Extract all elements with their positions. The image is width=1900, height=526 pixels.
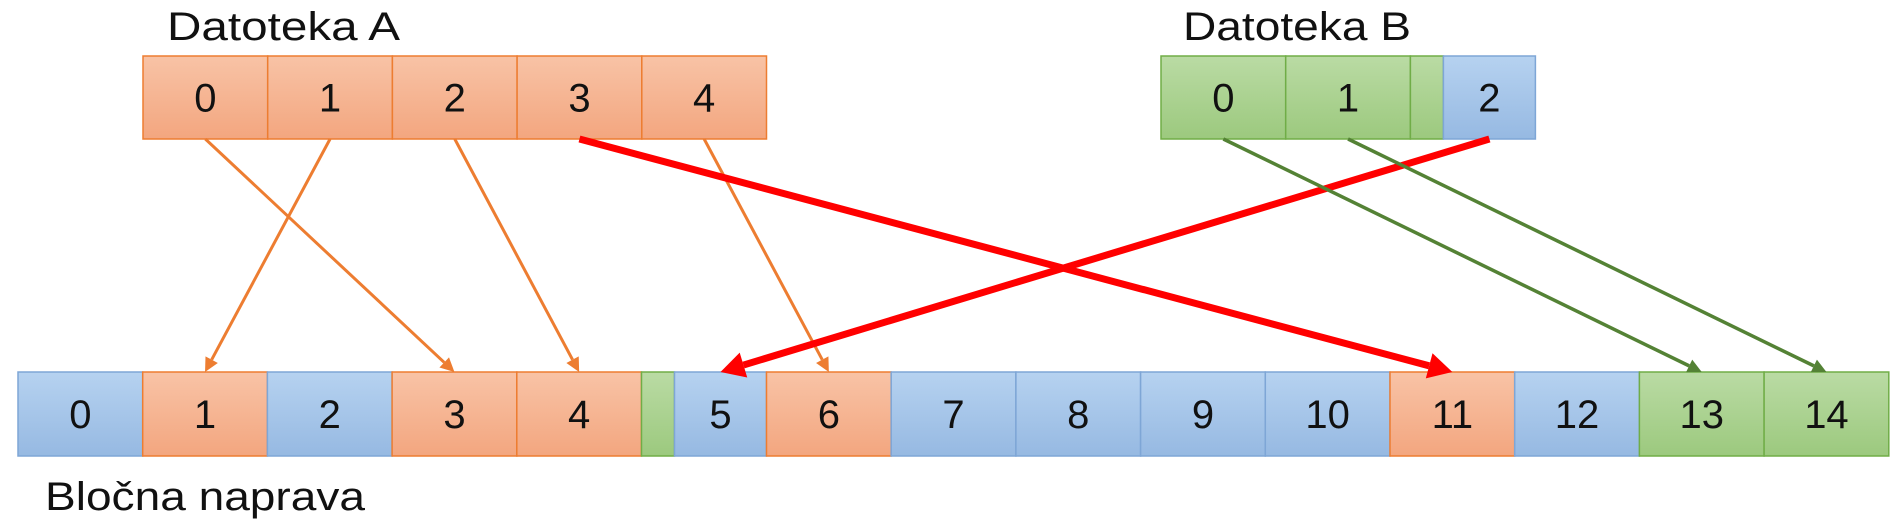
file-b: Datoteka B 0 1 2 — [1160, 5, 1537, 140]
file-b-block-label: 1 — [1337, 77, 1359, 121]
arrow-line — [453, 138, 574, 361]
device-block: 6 — [765, 371, 892, 457]
file-a-block: 4 — [641, 55, 768, 140]
device-block-label: 4 — [568, 393, 590, 437]
file-a-block-label: 1 — [319, 77, 341, 121]
device-block: 4 — [516, 371, 643, 457]
device-block-rect — [1389, 371, 1516, 457]
device-block-rect — [1139, 371, 1267, 457]
device-block-label: 14 — [1804, 393, 1849, 437]
device-block-rect — [890, 371, 1017, 457]
file-b-title: Datoteka B — [1183, 5, 1411, 49]
file-b-block: 2 — [1442, 55, 1537, 140]
arrowhead-icon — [816, 356, 829, 372]
file-b-block-label: 2 — [1478, 77, 1500, 121]
device-block: 5 — [673, 371, 768, 457]
file-b-block: 1 — [1284, 55, 1412, 140]
arrow-green — [1347, 137, 1827, 373]
file-b-block-fragment — [1409, 55, 1445, 140]
device-block-label: 6 — [818, 393, 840, 437]
file-a-block-label: 3 — [568, 77, 590, 121]
device-block: 12 — [1513, 371, 1641, 457]
device-block-label: 8 — [1067, 393, 1089, 437]
arrow-line — [578, 135, 1431, 370]
device-block-rect — [1015, 371, 1142, 457]
file-a-block: 0 — [142, 55, 269, 140]
device-block-label: 12 — [1555, 393, 1600, 437]
file-b-block-rect — [1409, 55, 1445, 140]
arrow-line — [210, 138, 332, 361]
arrow-line — [742, 135, 1491, 369]
file-b-block-rect — [1284, 55, 1412, 140]
device-block-rect — [391, 371, 518, 457]
file-a-block-rect — [391, 55, 518, 140]
device-block: 9 — [1139, 371, 1267, 457]
file-b-block: 0 — [1160, 55, 1287, 140]
device-block-rect — [1513, 371, 1641, 457]
device-block-label: 2 — [319, 393, 341, 437]
arrowhead-icon — [205, 356, 218, 372]
device-block-rect — [17, 371, 144, 457]
device-block-label: 5 — [709, 393, 731, 437]
device-block: 7 — [890, 371, 1017, 457]
device-block-label: 7 — [942, 393, 964, 437]
file-a-block-rect — [516, 55, 643, 140]
device-block: 13 — [1638, 371, 1765, 457]
device-block: 1 — [141, 371, 269, 457]
file-a-block: 3 — [516, 55, 643, 140]
arrow-red — [578, 135, 1453, 379]
file-a-block-label: 4 — [693, 77, 715, 121]
arrow-line — [204, 137, 446, 364]
device-block-rect — [1763, 371, 1890, 457]
device-block-fragment — [640, 371, 676, 457]
file-a-block-label: 0 — [194, 77, 216, 121]
device-block-rect — [1264, 371, 1391, 457]
file-a-block-rect — [142, 55, 269, 140]
arrow-line — [1222, 137, 1690, 368]
block-device-label: Bločna naprava — [45, 475, 366, 519]
arrow-orange — [204, 137, 455, 372]
file-a-block: 2 — [391, 55, 518, 140]
device-block-label: 10 — [1305, 393, 1350, 437]
device-block: 11 — [1389, 371, 1516, 457]
file-a-block-label: 2 — [444, 77, 466, 121]
file-a-block-rect — [641, 55, 768, 140]
arrow-line — [1347, 137, 1815, 368]
arrowhead-icon — [566, 356, 580, 372]
device-block: 0 — [17, 371, 144, 457]
file-b-block-label: 0 — [1212, 77, 1234, 121]
file-a-block-rect — [266, 55, 394, 140]
arrowhead-icon — [1425, 353, 1453, 379]
device-block-label: 0 — [69, 393, 91, 437]
device-block-label: 9 — [1192, 393, 1214, 437]
arrow-orange — [205, 138, 332, 372]
file-a-block: 1 — [266, 55, 394, 140]
arrowhead-icon — [1686, 359, 1702, 373]
arrowhead-icon — [1810, 359, 1827, 373]
file-a-title: Datoteka A — [167, 5, 400, 49]
device-block-rect — [141, 371, 269, 457]
file-a: Datoteka A 0 1 2 3 4 — [142, 5, 768, 140]
arrowhead-icon — [439, 357, 455, 372]
arrows — [204, 135, 1827, 379]
device-block-label: 1 — [194, 393, 216, 437]
device-block-label: 3 — [443, 393, 465, 437]
device-block-rect — [516, 371, 643, 457]
device-block: 14 — [1763, 371, 1890, 457]
device-block: 8 — [1015, 371, 1142, 457]
device-block: 10 — [1264, 371, 1391, 457]
file-b-block-rect — [1442, 55, 1537, 140]
arrow-red — [720, 135, 1491, 378]
arrowhead-icon — [720, 352, 748, 378]
arrow-orange — [453, 138, 580, 372]
device-block: 2 — [266, 371, 393, 457]
device-block-label: 13 — [1680, 393, 1725, 437]
device-block-rect — [640, 371, 676, 457]
device-block-label: 11 — [1432, 393, 1474, 437]
arrow-green — [1222, 137, 1702, 373]
arrow-line — [702, 138, 824, 361]
file-b-block-rect — [1160, 55, 1287, 140]
device-block: 3 — [391, 371, 518, 457]
